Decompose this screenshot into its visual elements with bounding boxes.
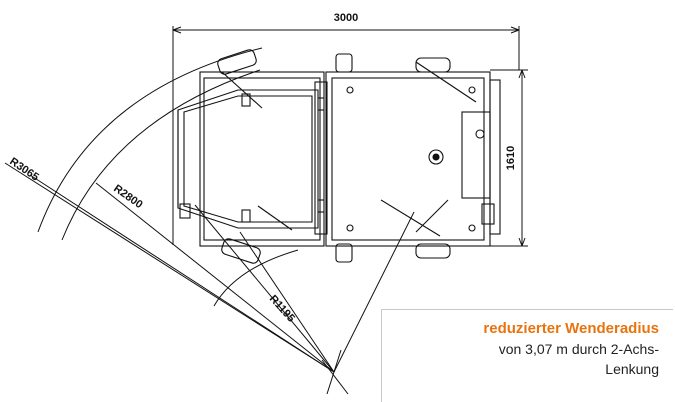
mid-radius-arc xyxy=(61,69,261,241)
info-line-2: Lenkung xyxy=(605,361,659,377)
inner-radius-arc xyxy=(213,249,299,307)
width-dimension xyxy=(490,69,528,247)
turning-radius-arcs xyxy=(37,47,299,307)
width-dimension-label: 1610 xyxy=(505,146,517,170)
length-dimension-label: 3000 xyxy=(334,12,358,24)
mid-radius-label: R2800 xyxy=(111,183,144,211)
machine-top-view xyxy=(177,49,501,264)
articulation-joint xyxy=(314,81,328,235)
outer-radius-arc xyxy=(37,47,263,233)
front-body xyxy=(325,71,491,247)
control-panel xyxy=(461,111,491,199)
steering-hub xyxy=(428,149,444,165)
rear-left-wheel xyxy=(217,49,257,75)
rear-right-wheel xyxy=(221,238,261,264)
info-headline: reduzierter Wenderadius xyxy=(483,320,659,337)
radius-lines xyxy=(4,162,415,395)
length-dimension xyxy=(172,26,520,245)
rear-body xyxy=(199,71,325,247)
outer-radius-label: R3065 xyxy=(7,156,41,184)
rear-hopper xyxy=(177,89,319,229)
info-line-1: von 3,07 m durch 2-Achs- xyxy=(498,341,659,357)
front-right-wheel xyxy=(415,243,451,259)
inner-radius-label: R1195 xyxy=(267,293,297,325)
info-box: reduzierter Wenderadius von 3,07 m durch… xyxy=(381,309,673,402)
